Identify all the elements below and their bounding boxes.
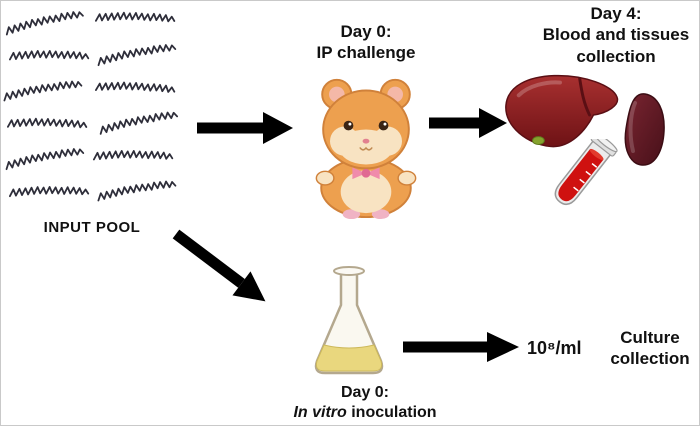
genome-squiggle-icon	[98, 110, 179, 135]
culture-collection-caption: Culture collection	[601, 327, 699, 370]
inoculation-line1: Day 0:	[340, 384, 390, 401]
inoculation-line2-italic: In vitro	[293, 404, 347, 421]
arrow-hamster-to-organs-icon	[429, 108, 507, 138]
arrow-input-to-flask-icon	[172, 229, 266, 302]
inoculation-caption: Day 0: In vitro inoculation	[279, 383, 451, 423]
tissue-collection-line3: collection	[576, 46, 656, 66]
hamster-icon	[315, 78, 417, 219]
genome-squiggle-icon	[92, 145, 174, 168]
genome-squiggle-icon	[4, 9, 85, 36]
liver-icon	[505, 74, 619, 148]
tissue-collection-line1: Day 4:	[590, 4, 642, 23]
ip-challenge-line1: Day 0:	[340, 22, 392, 41]
culture-collection-line2: collection	[610, 349, 690, 369]
genome-squiggle-icon	[8, 45, 90, 68]
inoculation-line2-rest: inoculation	[346, 404, 437, 421]
genome-squiggle-icon	[95, 76, 176, 101]
arrow-input-to-hamster-icon	[197, 112, 293, 144]
gallbladder-icon	[532, 136, 545, 145]
input-pool-label: INPUT POOL	[43, 219, 141, 236]
tissue-collection-caption: Day 4: Blood and tissues collection	[526, 3, 699, 67]
genome-squiggle-icon	[4, 147, 86, 171]
ip-challenge-line2: IP challenge	[316, 43, 416, 63]
tissue-collection-line2: Blood and tissues	[542, 25, 690, 45]
input-pool-squiggles	[2, 6, 193, 219]
genome-squiggle-icon	[2, 79, 84, 102]
spleen-icon	[624, 93, 665, 166]
genome-squiggle-icon	[96, 43, 178, 67]
ip-challenge-caption: Day 0: IP challenge	[296, 21, 436, 64]
genome-squiggle-icon	[7, 112, 88, 136]
titer-label: 10⁸/ml	[527, 338, 582, 358]
genome-squiggle-icon	[95, 6, 176, 30]
flask-icon	[314, 266, 384, 375]
genome-squiggle-icon	[8, 182, 90, 203]
culture-collection-line1: Culture	[620, 328, 680, 347]
genome-squiggle-icon	[96, 179, 178, 202]
blood-tube-icon	[554, 139, 618, 206]
inoculation-line2: In vitro inoculation	[279, 403, 451, 423]
arrow-flask-to-titer-icon	[403, 332, 519, 362]
